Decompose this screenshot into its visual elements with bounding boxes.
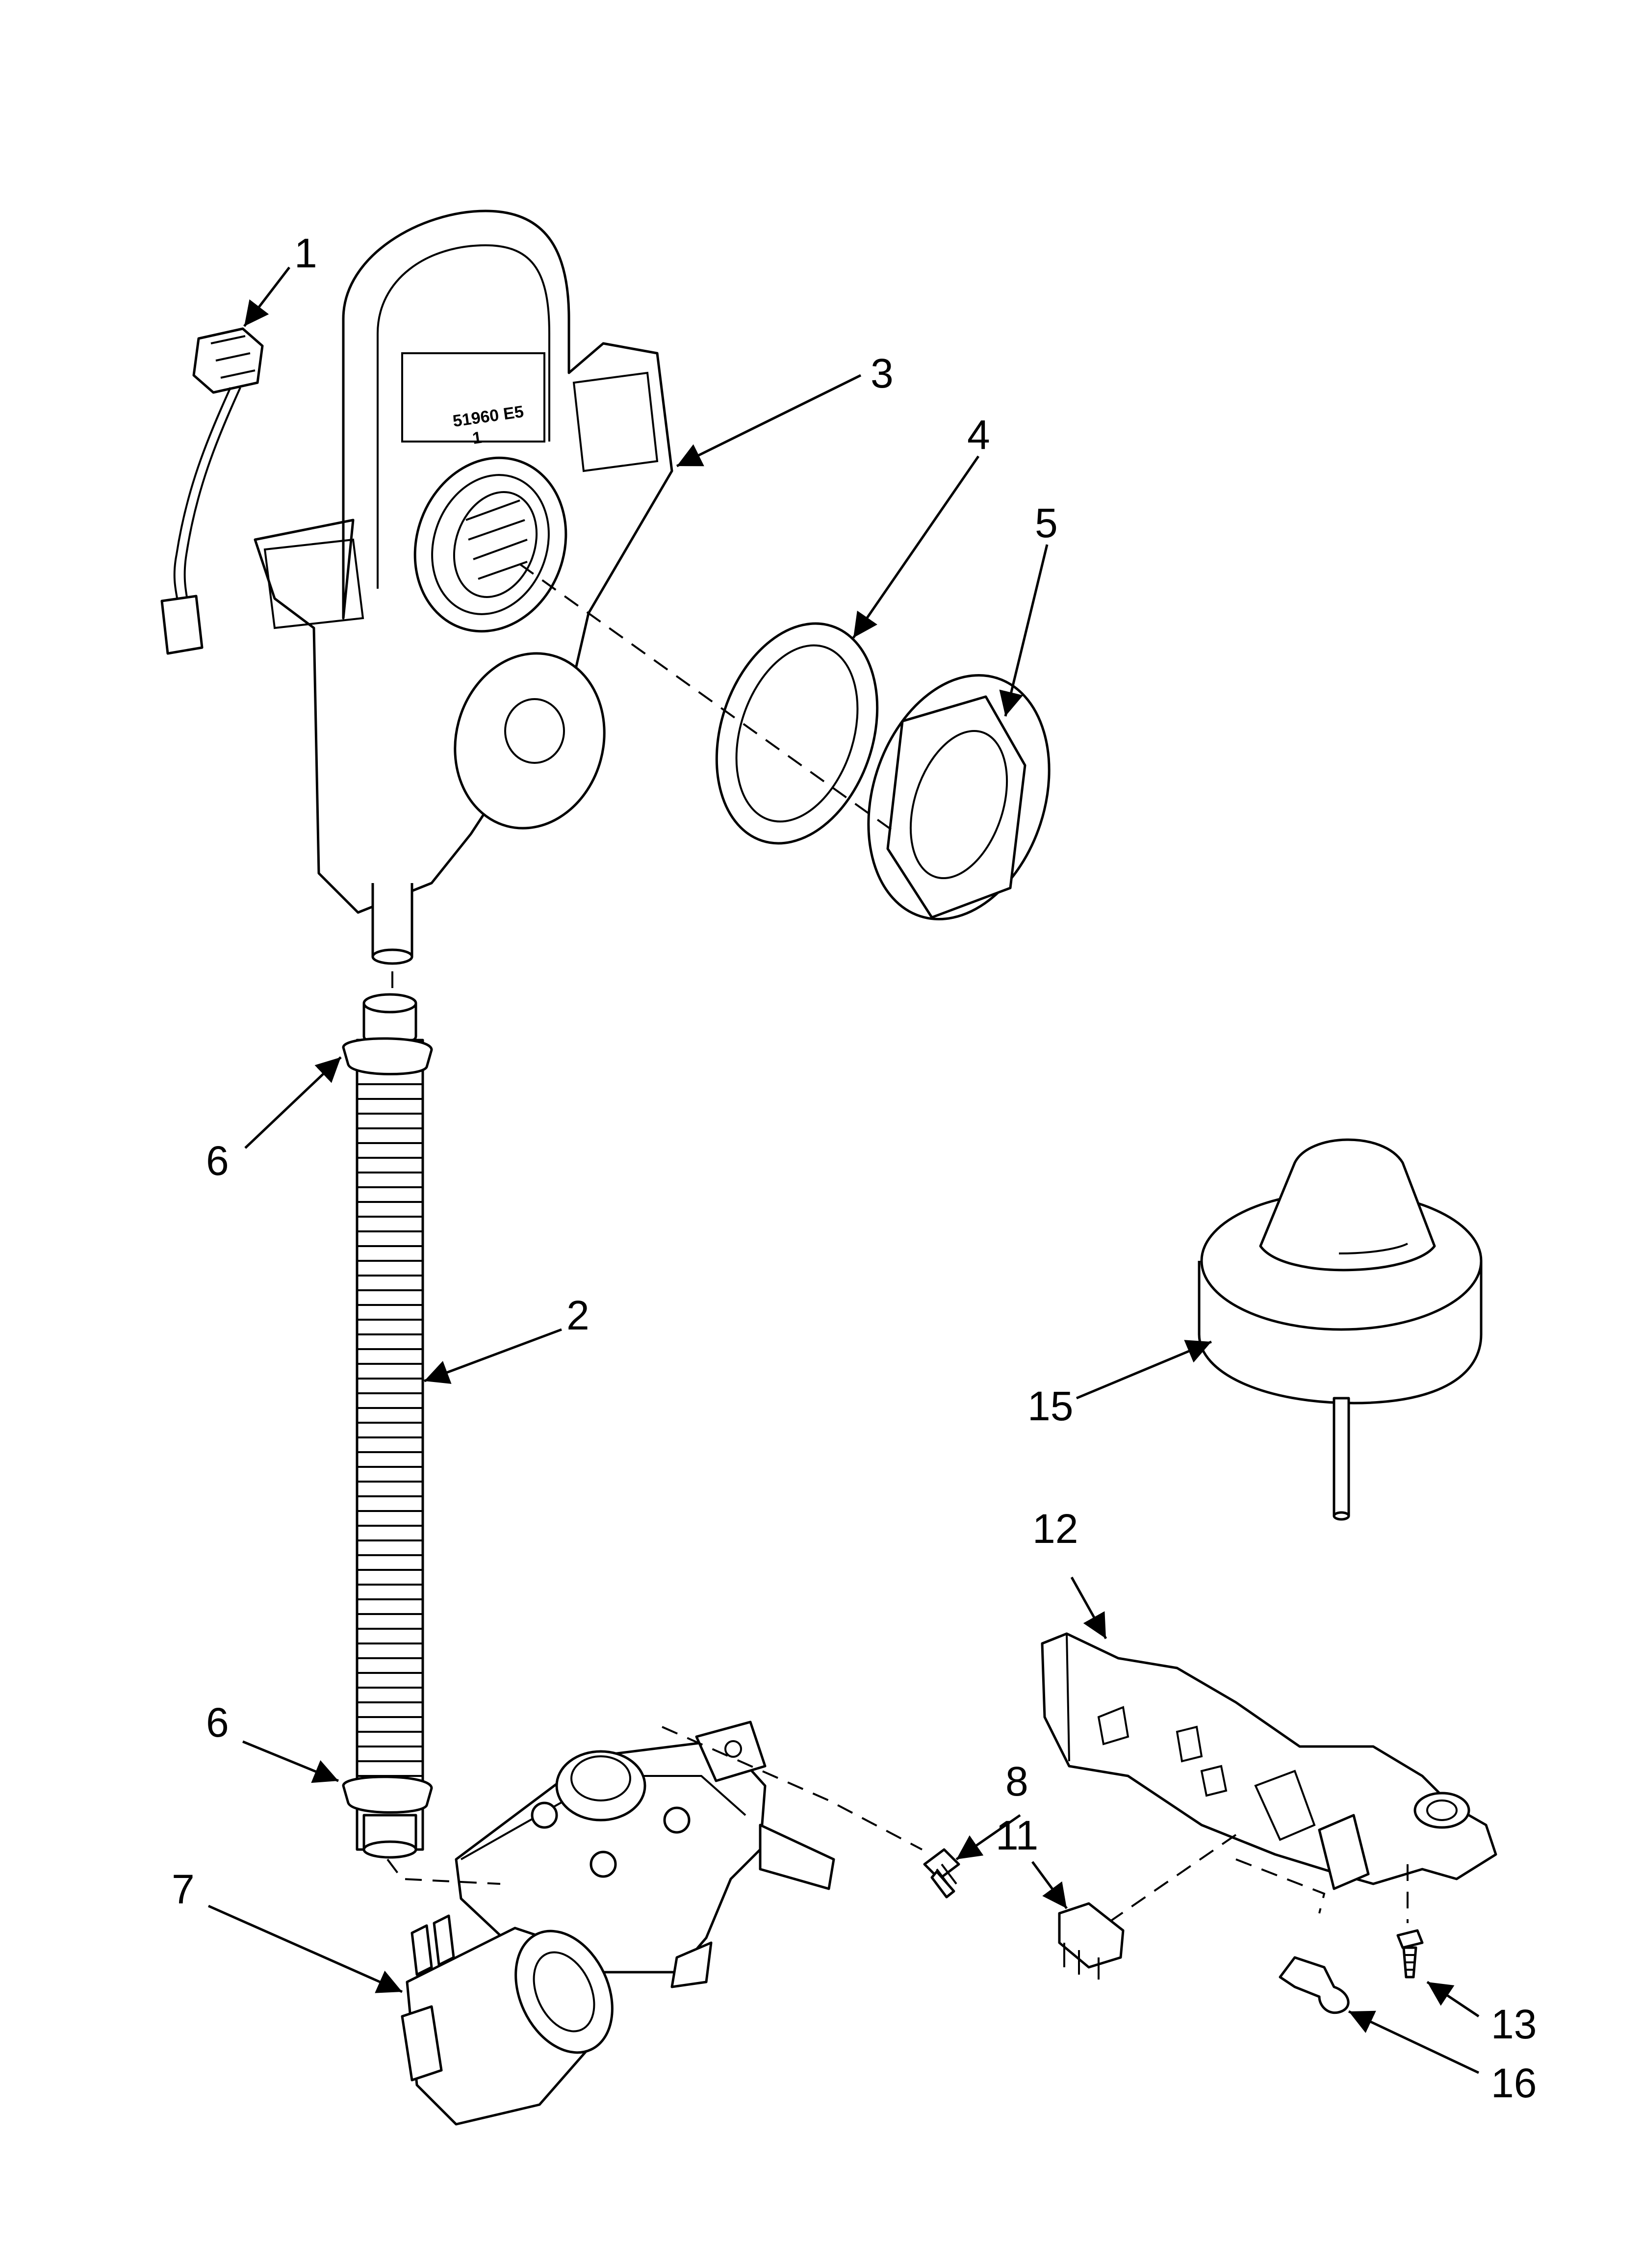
micro-switch bbox=[1058, 1902, 1125, 1980]
callout-2: 2 bbox=[566, 1292, 590, 1338]
callout-6-lower: 6 bbox=[206, 1699, 229, 1746]
hose-clamp-lower bbox=[342, 1775, 433, 1814]
gasket bbox=[715, 622, 879, 845]
callout-8: 8 bbox=[1005, 1758, 1028, 1804]
screw-13 bbox=[1396, 1929, 1424, 1979]
housing-cup bbox=[454, 652, 606, 830]
callout-11: 11 bbox=[996, 1812, 1038, 1858]
switch-lever bbox=[1279, 1956, 1350, 2014]
callout-15: 15 bbox=[1027, 1383, 1073, 1429]
screw-8 bbox=[923, 1848, 960, 1899]
callout-4: 4 bbox=[967, 412, 990, 458]
fill-hose bbox=[356, 993, 424, 1859]
callout-16: 16 bbox=[1491, 2060, 1537, 2106]
callout-1: 1 bbox=[294, 230, 317, 276]
callout-13: 13 bbox=[1491, 2001, 1537, 2047]
housing-outlet-nozzle bbox=[371, 883, 413, 965]
callout-3: 3 bbox=[871, 350, 894, 396]
housing-fill-port bbox=[413, 456, 567, 633]
nut bbox=[867, 674, 1051, 920]
hose-clamp-upper bbox=[342, 1037, 433, 1075]
leader-lines bbox=[207, 266, 1480, 2074]
callout-12: 12 bbox=[1032, 1506, 1078, 1552]
inlet-valve-solenoid bbox=[401, 1914, 614, 2126]
callout-7: 7 bbox=[172, 1866, 195, 1912]
alignment-line-valve bbox=[386, 1858, 501, 1885]
alignment-line-screw bbox=[662, 1726, 923, 1851]
callout-6-upper: 6 bbox=[206, 1138, 229, 1184]
callout-5: 5 bbox=[1035, 500, 1058, 546]
switch-bracket bbox=[1041, 1632, 1497, 1890]
alignment-line-upper bbox=[519, 563, 898, 835]
inlet-valve-bracket bbox=[455, 1721, 835, 1988]
control-knob bbox=[1198, 1138, 1483, 1521]
wire-harness bbox=[160, 327, 264, 655]
alignment-line-lever bbox=[1235, 1858, 1326, 1914]
alignment-line-switch bbox=[1078, 1834, 1237, 1944]
